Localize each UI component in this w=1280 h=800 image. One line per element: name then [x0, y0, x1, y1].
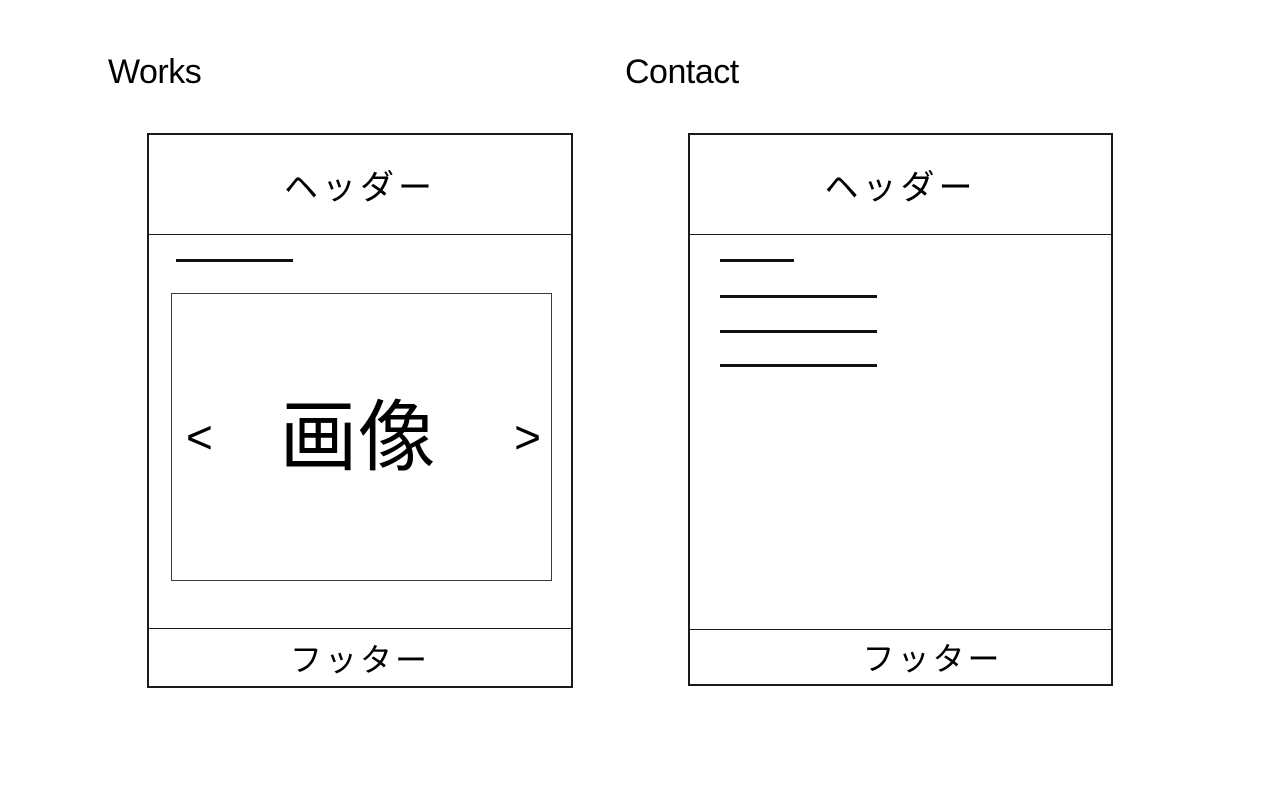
contact-wireframe: ヘッダー フッター — [688, 133, 1113, 686]
works-footer-bar: フッター — [149, 628, 571, 686]
contact-short-placeholder-line — [720, 259, 794, 262]
contact-page-title: Contact — [625, 53, 739, 91]
contact-header-label: ヘッダー — [824, 169, 977, 207]
carousel-prev-arrow-icon[interactable]: < — [186, 411, 213, 463]
contact-footer-label: フッター — [862, 641, 1003, 677]
contact-placeholder-line — [720, 295, 877, 298]
works-wireframe: ヘッダー < 画像 > フッター — [147, 133, 573, 688]
contact-header-bar: ヘッダー — [690, 135, 1111, 235]
contact-content-area — [690, 236, 1111, 629]
contact-footer-bar: フッター — [690, 629, 1111, 684]
works-title-placeholder-line — [176, 259, 293, 262]
works-footer-label: フッター — [289, 641, 430, 678]
contact-placeholder-line — [720, 330, 877, 333]
carousel-image-placeholder-label: 画像 — [279, 393, 436, 481]
works-image-carousel: < 画像 > — [171, 293, 552, 581]
contact-placeholder-line — [720, 364, 877, 367]
works-header-bar: ヘッダー — [149, 135, 571, 235]
works-page-title: Works — [108, 53, 202, 91]
works-header-label: ヘッダー — [284, 169, 436, 207]
works-content-area: < 画像 > — [149, 236, 571, 628]
carousel-next-arrow-icon[interactable]: > — [514, 411, 541, 463]
